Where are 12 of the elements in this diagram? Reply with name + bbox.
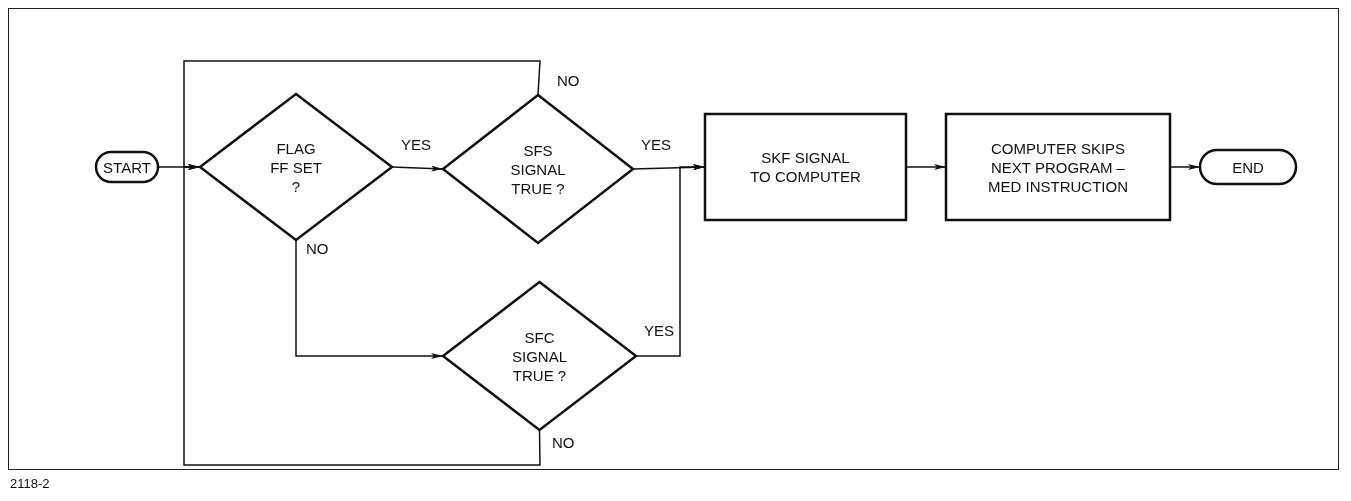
arrow [183,164,541,466]
node-text: SKF SIGNAL TO COMPUTER [749,148,862,186]
node-text: END [1231,157,1265,177]
arrow [635,164,706,357]
node-text: START [102,157,152,177]
node-text: SFC SIGNAL TRUE ? [511,327,568,385]
node-text: SFS SIGNAL TRUE ? [509,140,567,198]
arrow [391,165,444,172]
node-text: FLAG FF SET ? [269,138,323,196]
figure-number: 2118-2 [9,476,51,491]
node-text: COMPUTER SKIPS NEXT PROGRAM – MED INSTRUCTION [987,138,1129,196]
arrow [295,239,444,359]
